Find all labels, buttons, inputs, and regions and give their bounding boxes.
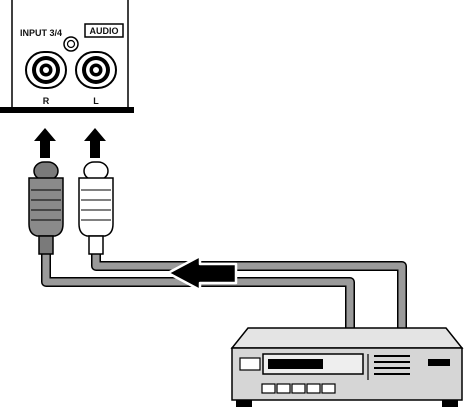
vcr-foot-left — [236, 400, 252, 407]
panel-bottom-bar — [0, 107, 134, 113]
left-arrow-icon-signal-direction — [166, 254, 238, 292]
input-label: INPUT 3/4 — [20, 28, 62, 38]
jack-left-label: L — [93, 96, 99, 106]
vcr-foot-right — [442, 400, 458, 407]
rca-jack-right — [25, 51, 67, 89]
vcr-eject-slot — [428, 359, 450, 366]
panel-face — [0, 0, 134, 110]
av-input-panel: INPUT 3/4 AUDIO R L — [0, 0, 134, 113]
rca-plug-dark — [28, 161, 64, 255]
vcr-power-button — [239, 357, 261, 371]
vcr-tape-slot-lines — [374, 355, 410, 375]
vcr-top-surface — [230, 327, 464, 349]
rca-jack-left — [75, 51, 117, 89]
vcr-transport-buttons — [261, 383, 336, 394]
up-arrow-icon-left — [84, 128, 106, 158]
audio-label: AUDIO — [90, 26, 119, 36]
audio-cable-left — [91, 252, 407, 330]
rca-plug-light — [78, 161, 114, 255]
audio-label-box — [84, 23, 124, 38]
jack-right-label: R — [43, 96, 50, 106]
vcr-device-icon — [230, 327, 464, 407]
vcr-display-screen — [268, 359, 323, 369]
up-arrow-icon-right — [34, 128, 56, 158]
small-round-jack-icon — [63, 36, 79, 52]
